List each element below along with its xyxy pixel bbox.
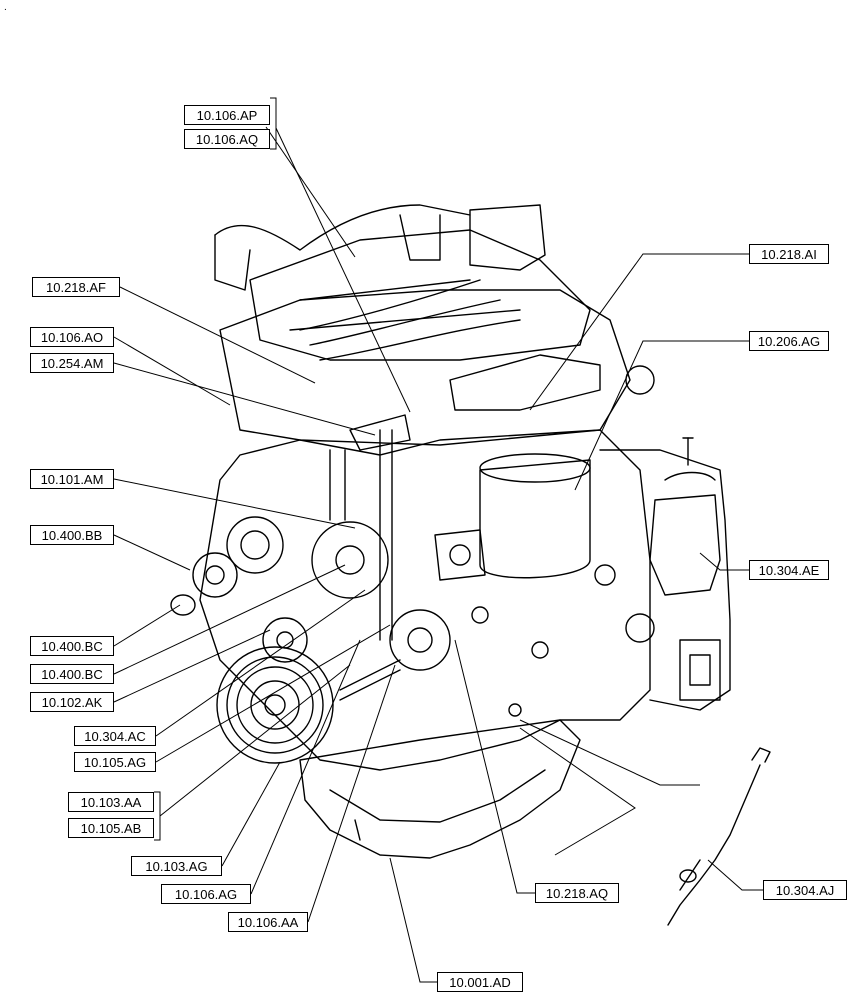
callout-10-304-ae[interactable]: 10.304.AE — [749, 560, 829, 580]
callout-10-218-ai[interactable]: 10.218.AI — [749, 244, 829, 264]
timing-gear — [311, 521, 389, 599]
dipstick — [667, 764, 761, 926]
valve-cover — [249, 229, 591, 361]
callout-10-101-am[interactable]: 10.101.AM — [30, 469, 114, 489]
water-pump — [226, 516, 284, 574]
oil-filter-housing — [649, 494, 721, 596]
ecu-module — [449, 354, 601, 411]
callout-10-400-bb[interactable]: 10.400.BB — [30, 525, 114, 545]
callout-10-106-aq[interactable]: 10.106.AQ — [184, 129, 270, 149]
callout-10-105-ag[interactable]: 10.105.AG — [74, 752, 156, 772]
cylinder-head — [219, 289, 631, 446]
callout-10-103-aa[interactable]: 10.103.AA — [68, 792, 154, 812]
oil-pan — [299, 719, 581, 859]
callout-10-106-ag[interactable]: 10.106.AG — [161, 884, 251, 904]
callout-10-218-af[interactable]: 10.218.AF — [32, 277, 120, 297]
callout-10-304-ac[interactable]: 10.304.AC — [74, 726, 156, 746]
callout-10-103-ag[interactable]: 10.103.AG — [131, 856, 222, 876]
callout-10-105-ab[interactable]: 10.105.AB — [68, 818, 154, 838]
callout-10-106-ap[interactable]: 10.106.AP — [184, 105, 270, 125]
corner-mark: . — [4, 2, 7, 13]
callout-10-106-aa[interactable]: 10.106.AA — [228, 912, 308, 932]
callout-10-106-ao[interactable]: 10.106.AO — [30, 327, 114, 347]
intake-pipe — [214, 204, 471, 251]
callout-10-001-ad[interactable]: 10.001.AD — [437, 972, 523, 992]
callout-10-400-bc-a[interactable]: 10.400.BC — [30, 636, 114, 656]
fuel-filter — [479, 459, 591, 579]
crankshaft-pulley — [216, 646, 334, 764]
callout-10-218-aq[interactable]: 10.218.AQ — [535, 883, 619, 903]
callout-10-304-aj[interactable]: 10.304.AJ — [763, 880, 847, 900]
callout-10-102-ak[interactable]: 10.102.AK — [30, 692, 114, 712]
callout-10-254-am[interactable]: 10.254.AM — [30, 353, 114, 373]
callout-10-206-ag[interactable]: 10.206.AG — [749, 331, 829, 351]
callout-10-400-bc-b[interactable]: 10.400.BC — [30, 664, 114, 684]
engine-block — [199, 429, 651, 771]
